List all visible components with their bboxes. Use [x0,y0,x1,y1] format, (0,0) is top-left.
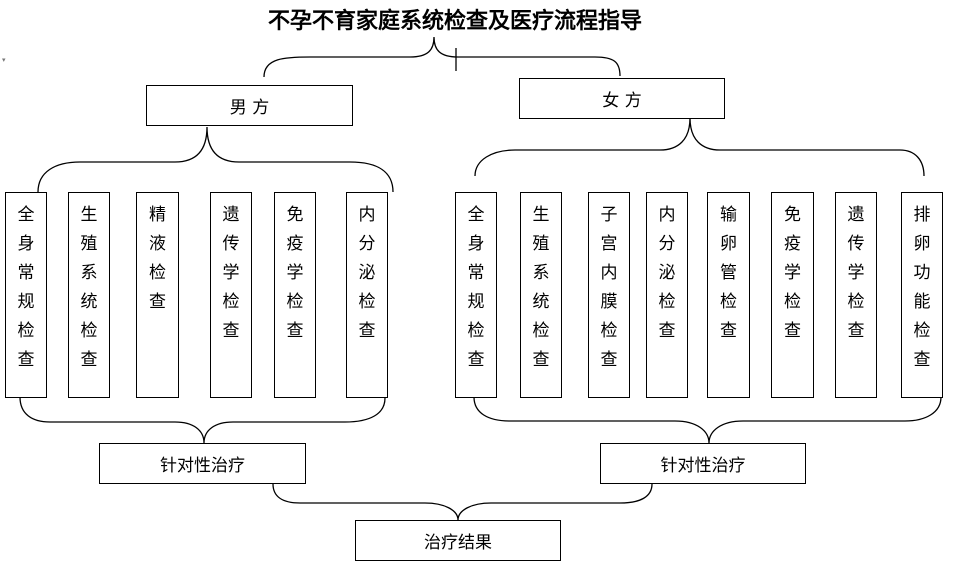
male-exam-semen: 精液检查 [136,192,179,398]
female-exam-genetic: 遗传学检查 [835,192,877,398]
female-exam-general-label: 全身常规检查 [467,205,485,370]
female-box: 女 方 [519,78,725,119]
male-exam-reproductive: 生殖系统检查 [68,192,110,398]
male-exam-endocrine-label: 内分泌检查 [358,205,376,341]
female-exams-brace [474,117,925,177]
result-brace [272,483,653,521]
male-treatment-box: 针对性治疗 [99,443,306,484]
male-exam-genetic: 遗传学检查 [210,192,252,398]
female-exam-ovulation-label: 排卵功能检查 [913,205,931,370]
female-exam-fallopian-label: 输卵管检查 [720,205,737,341]
male-exam-immunology-label: 免疫学检查 [286,205,304,341]
result-box: 治疗结果 [355,520,561,561]
female-exam-reproductive-label: 生殖系统检查 [532,205,550,370]
female-exam-ovulation: 排卵功能检查 [901,192,943,398]
female-exam-endometrium-label: 子宫内膜检查 [600,205,618,370]
male-exam-genetic-label: 遗传学检查 [222,205,240,341]
male-treatment-brace [19,396,386,444]
female-exam-endocrine-label: 内分泌检查 [658,205,676,341]
male-exams-brace [37,126,394,193]
female-treatment-brace [473,396,942,444]
male-exam-general: 全身常规检查 [5,192,47,398]
female-exam-immunology-label: 免疫学检查 [784,205,801,341]
male-exam-semen-label: 精液检查 [149,205,166,312]
male-exam-general-label: 全身常规检查 [17,205,35,370]
male-exam-endocrine: 内分泌检查 [346,192,388,398]
male-exam-reproductive-label: 生殖系统检查 [80,205,98,370]
female-exam-fallopian: 输卵管检查 [707,192,750,398]
small-mark-icon: ▾ [2,56,6,64]
male-exam-immunology: 免疫学检查 [274,192,316,398]
female-exam-general: 全身常规检查 [455,192,497,398]
female-treatment-box: 针对性治疗 [600,443,806,484]
female-exam-endocrine: 内分泌检查 [646,192,688,398]
male-box: 男 方 [146,85,353,126]
female-exam-reproductive: 生殖系统检查 [520,192,562,398]
title-brace [263,36,621,78]
page-title: 不孕不育家庭系统检查及医疗流程指导 [267,8,642,34]
female-exam-genetic-label: 遗传学检查 [847,205,865,341]
female-exam-immunology: 免疫学检查 [771,192,814,398]
female-exam-endometrium: 子宫内膜检查 [588,192,630,398]
